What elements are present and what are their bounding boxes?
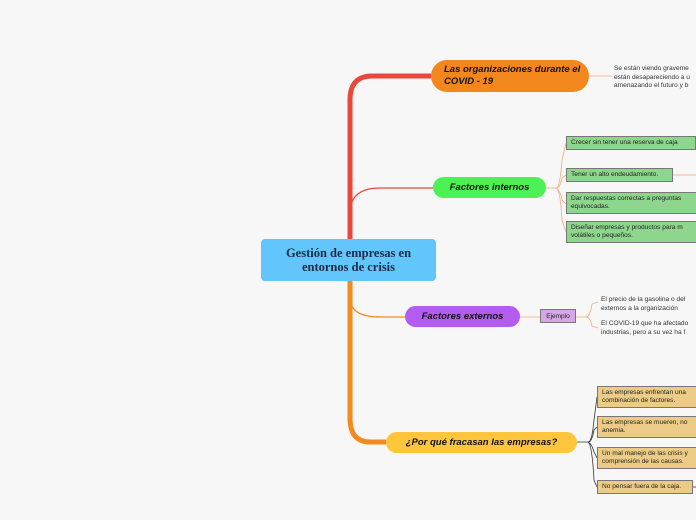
- fracasan-item[interactable]: Las empresas enfrentan una combinación d…: [597, 386, 696, 408]
- fracasan-item[interactable]: Las empresas se mueren, no anemia.: [597, 416, 696, 438]
- internos-item[interactable]: Crecer sin tener una reserva de caja: [566, 136, 696, 150]
- covid-note: Se están viendo graveme están desapareci…: [614, 65, 690, 91]
- internos-item-label: Dar respuestas correctas a preguntas equ…: [571, 195, 682, 210]
- fracasan-item-label: Las empresas enfrentan una combinación d…: [602, 389, 686, 404]
- fracasan-item[interactable]: No pensar fuera de la caja.: [597, 480, 693, 494]
- branch-covid[interactable]: Las organizaciones durante el COVID - 19: [431, 60, 589, 92]
- branch-factores-externos[interactable]: Factores externos: [405, 306, 520, 327]
- fracasan-item[interactable]: Un mal manejo de las crisis y comprensió…: [597, 447, 696, 469]
- covid-note-line: amenazando el futuro y b: [614, 82, 689, 89]
- root-topic[interactable]: Gestión de empresas en entornos de crisi…: [261, 239, 436, 281]
- covid-note-line: Se están viendo graveme: [614, 65, 689, 72]
- branch-factores-internos[interactable]: Factores internos: [433, 177, 546, 198]
- internos-item[interactable]: Tener un alto endeudamiento.: [566, 168, 673, 182]
- branch-por-que-fracasan[interactable]: ¿Por qué fracasan las empresas?: [386, 432, 577, 453]
- fracasan-item-label: Un mal manejo de las crisis y comprensió…: [602, 450, 688, 465]
- internos-item[interactable]: Dar respuestas correctas a preguntas equ…: [566, 192, 696, 214]
- covid-note-line: están desapareciendo a u: [614, 73, 690, 81]
- externos-note: El precio de la gasolina o del externos …: [601, 296, 686, 312]
- externos-note: El COVID-19 que ha afectado industrias, …: [601, 320, 689, 336]
- internos-item[interactable]: Diseñar empresas y productos para m volá…: [566, 221, 696, 243]
- ejemplo-tag[interactable]: Ejemplo: [540, 309, 576, 323]
- fracasan-item-label: Las empresas se mueren, no anemia.: [602, 419, 688, 434]
- internos-item-label: Diseñar empresas y productos para m volá…: [571, 224, 683, 239]
